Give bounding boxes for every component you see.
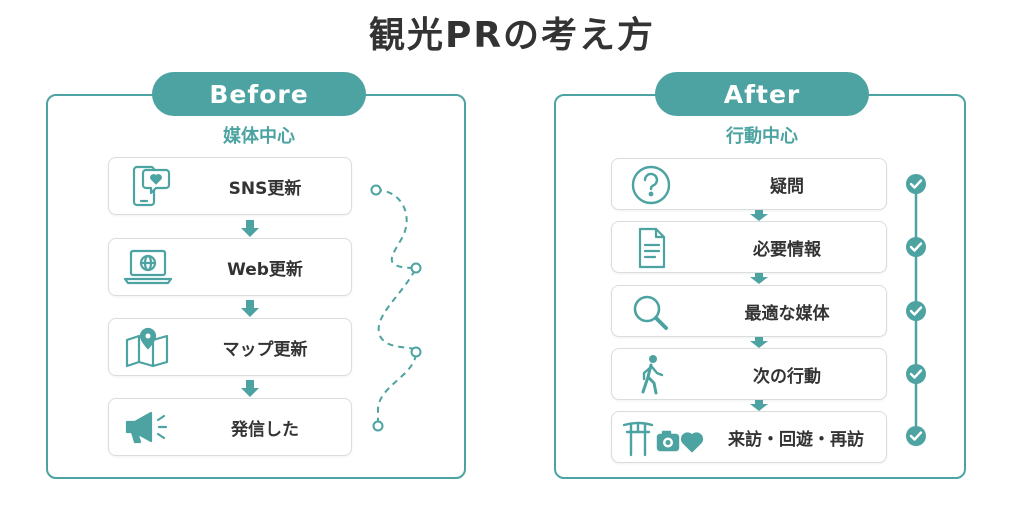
- after-step-visit: 来訪・回遊・再訪: [611, 411, 887, 463]
- wandering-path: [370, 184, 422, 432]
- after-subtitle: 行動中心: [726, 126, 798, 147]
- down-arrow-icon: [750, 400, 768, 411]
- before-step-label: 発信した: [231, 419, 299, 440]
- page-title: 観光PRの考え方: [368, 15, 656, 56]
- check-circle-icon: [906, 426, 926, 446]
- before-header-pill: Before: [152, 72, 366, 116]
- before-step-web: Web更新: [108, 238, 352, 296]
- laptop-globe-icon: [121, 246, 175, 288]
- progress-check-line: [906, 174, 926, 446]
- after-step-label: 次の行動: [753, 366, 821, 387]
- before-subtitle: 媒体中心: [223, 126, 295, 147]
- smartphone-heart-icon: [121, 165, 175, 207]
- down-arrow-icon: [750, 273, 768, 284]
- megaphone-icon: [121, 406, 175, 448]
- after-step-action: 次の行動: [611, 348, 887, 400]
- check-circle-icon: [906, 364, 926, 384]
- after-step-label: 必要情報: [753, 239, 821, 260]
- walking-person-icon: [624, 354, 678, 396]
- map-pin-icon: [121, 326, 175, 368]
- document-icon: [624, 227, 678, 269]
- down-arrow-icon: [750, 337, 768, 348]
- torii-camera-heart-icon: [622, 417, 722, 459]
- before-step-broadcast: 発信した: [108, 398, 352, 456]
- after-step-label: 疑問: [770, 176, 804, 197]
- down-arrow-icon: [241, 220, 259, 237]
- after-step-media: 最適な媒体: [611, 285, 887, 337]
- before-step-label: Web更新: [227, 259, 303, 280]
- after-step-label: 最適な媒体: [744, 303, 830, 324]
- check-circle-icon: [906, 237, 926, 257]
- before-step-label: SNS更新: [228, 178, 302, 199]
- check-circle-icon: [906, 174, 926, 194]
- down-arrow-icon: [750, 210, 768, 221]
- after-step-info: 必要情報: [611, 221, 887, 273]
- after-step-question: 疑問: [611, 158, 887, 210]
- question-circle-icon: [624, 164, 678, 206]
- before-step-label: マップ更新: [222, 339, 308, 360]
- down-arrow-icon: [241, 300, 259, 317]
- before-step-map: マップ更新: [108, 318, 352, 376]
- after-step-label: 来訪・回遊・再訪: [728, 429, 864, 450]
- before-step-sns: SNS更新: [108, 157, 352, 215]
- magnifier-icon: [624, 291, 678, 333]
- check-circle-icon: [906, 301, 926, 321]
- down-arrow-icon: [241, 380, 259, 397]
- after-header-pill: After: [655, 72, 869, 116]
